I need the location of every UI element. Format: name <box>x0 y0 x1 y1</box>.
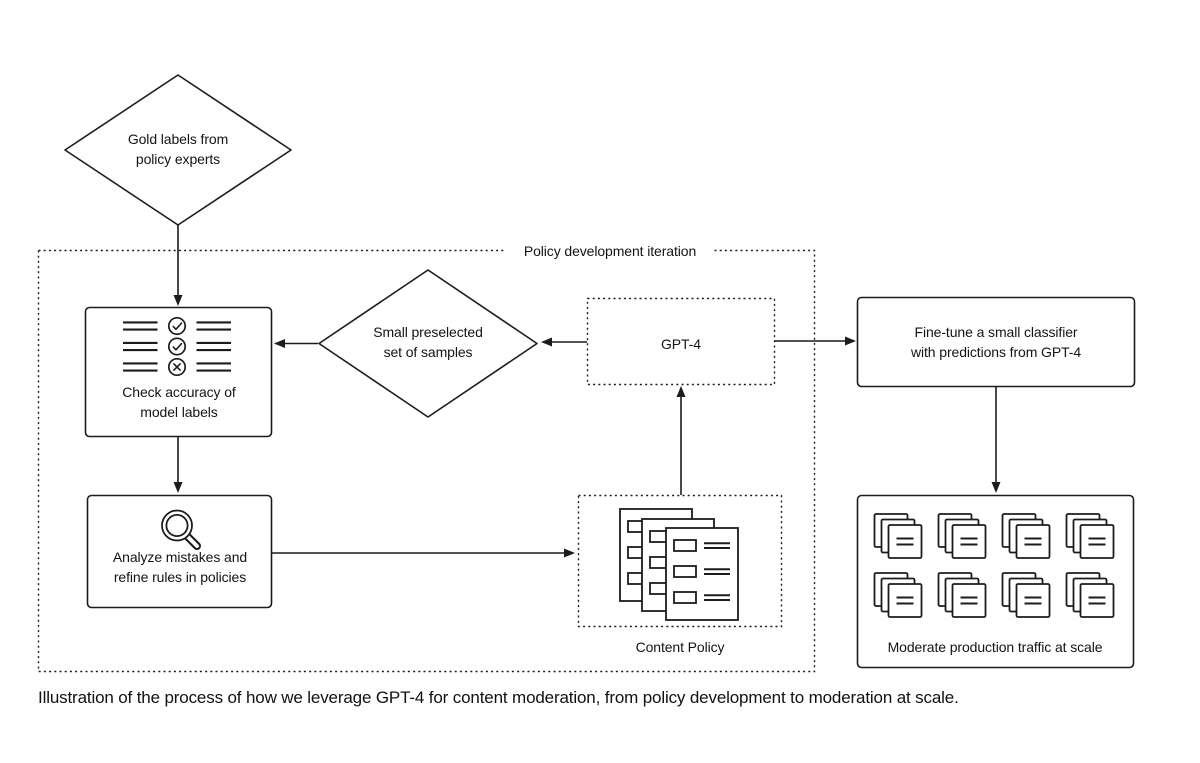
figure-caption: Illustration of the process of how we le… <box>38 688 959 707</box>
document-stack-icon <box>873 513 923 559</box>
fine-tune-box <box>856 296 1136 388</box>
gpt4-box <box>586 297 776 386</box>
small-samples-diamond <box>318 269 538 418</box>
gold-labels-label: Gold labels from policy experts <box>127 131 229 168</box>
fine-tune-label: Fine-tune a small classifier with predic… <box>910 324 1082 361</box>
document-stack-icon <box>1065 513 1115 559</box>
analyze-box <box>86 494 273 609</box>
document-stack-icon <box>1001 572 1051 618</box>
stacked-documents-icon <box>619 508 739 621</box>
gpt4-label: GPT-4 <box>661 336 701 352</box>
moderate-box <box>856 494 1135 669</box>
analyze-label: Analyze mistakes and refine rules in pol… <box>112 549 248 586</box>
small-samples-label: Small preselected set of samples <box>373 324 483 361</box>
policy-iteration-container-label: Policy development iteration <box>506 241 714 260</box>
checklist-checks-icon <box>123 316 231 377</box>
document-stack-icon <box>873 572 923 618</box>
document-stack-icon <box>937 513 987 559</box>
moderate-label: Moderate production traffic at scale <box>887 639 1103 655</box>
document-stack-icon <box>937 572 987 618</box>
gold-labels-diamond <box>64 74 292 226</box>
check-accuracy-label: Check accuracy of model labels <box>122 384 236 421</box>
document-stack-icon <box>1065 572 1115 618</box>
document-stack-icon <box>1001 513 1051 559</box>
magnifier-icon <box>161 509 201 550</box>
content-policy-label: Content Policy <box>635 639 725 655</box>
policy-iteration-label-text: Policy development iteration <box>523 242 697 259</box>
